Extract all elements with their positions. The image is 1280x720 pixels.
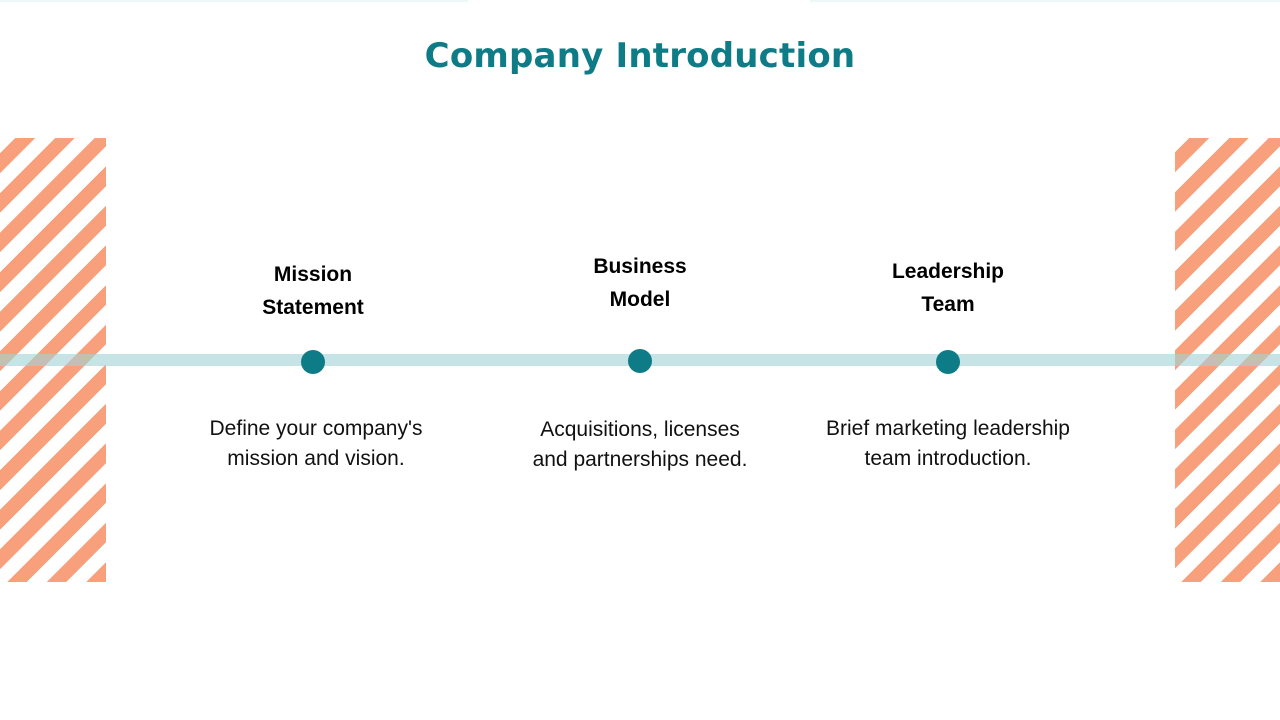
step-description-leadership: Brief marketing leadership team introduc… — [808, 414, 1088, 474]
timeline-dot-mission — [301, 350, 325, 374]
slide-title: Company Introduction — [424, 36, 856, 76]
step-description-mission: Define your company's mission and vision… — [176, 414, 456, 474]
step-desc-line: team introduction. — [864, 447, 1032, 470]
step-title-line: Statement — [262, 296, 364, 319]
step-title-line: Business — [593, 255, 687, 278]
top-divider-left — [0, 0, 468, 2]
step-title-line: Mission — [273, 263, 353, 286]
timeline-dot-business — [628, 349, 652, 373]
step-desc-line: Acquisitions, licenses — [540, 418, 740, 441]
step-title-line: Team — [921, 293, 975, 316]
step-title-business-model: Business Model — [530, 250, 750, 316]
step-title-leadership-team: Leadership Team — [838, 255, 1058, 321]
step-title-line: Model — [609, 288, 671, 311]
step-desc-line: Brief marketing leadership — [826, 417, 1070, 440]
top-divider-right — [810, 0, 1280, 2]
timeline-dot-leadership — [936, 350, 960, 374]
step-desc-line: mission and vision. — [227, 447, 405, 470]
step-desc-line: and partnerships need. — [532, 448, 748, 471]
step-title-line: Leadership — [891, 260, 1005, 283]
step-description-business: Acquisitions, licenses and partnerships … — [500, 415, 780, 475]
step-desc-line: Define your company's — [209, 417, 423, 440]
step-title-mission-statement: Mission Statement — [203, 258, 423, 324]
